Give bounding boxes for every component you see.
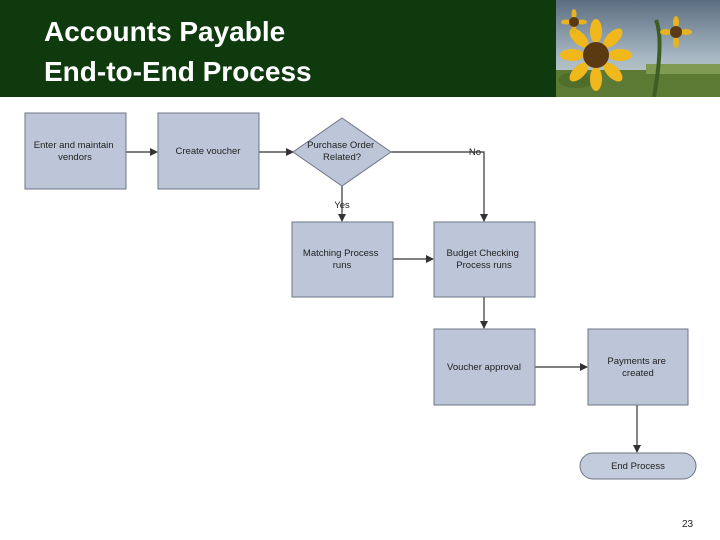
node-approval [433,328,536,406]
node-end-process [579,452,697,480]
label-create-voucher: Create voucher [176,146,241,157]
slide-title: Accounts Payable End-to-End Process [44,12,312,92]
node-matching [291,221,394,298]
node-create-voucher [157,112,260,190]
node-payments [587,328,689,406]
page-number: 23 [682,519,694,530]
label-payments: Payments are created [607,356,668,379]
title-line-1: Accounts Payable [44,16,286,47]
process-flowchart: Enter and maintain vendors Create vouche… [24,112,697,480]
edge-label-no: No [469,147,481,158]
edge-label-yes: Yes [334,200,350,211]
node-budget [433,221,536,298]
sunflower-photo [556,0,720,97]
label-matching: Matching Process runs [303,248,381,271]
slide-header: Accounts Payable End-to-End Process [0,0,720,97]
label-approval: Voucher approval [447,362,521,373]
label-po-decision: Purchase Order Related? [307,140,377,163]
edge-decision-no [391,151,488,222]
label-end-process: End Process [611,461,665,472]
node-po-decision [292,117,392,187]
node-enter-vendors [24,112,127,190]
label-budget: Budget Checking Process runs [447,248,522,271]
title-line-2: End-to-End Process [44,56,312,87]
label-enter-vendors: Enter and maintain vendors [34,140,116,163]
